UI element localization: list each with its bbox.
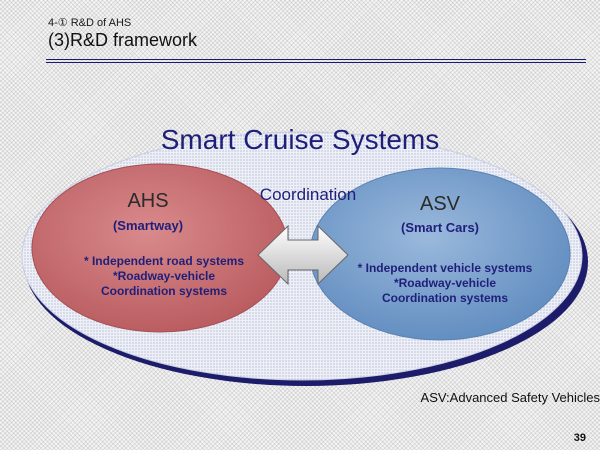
section-subtitle: 4-① R&D of AHS	[48, 17, 132, 29]
coordination-double-arrow	[257, 224, 349, 286]
ahs-label: AHS	[127, 190, 169, 212]
slide-title: (3)R&D framework	[48, 30, 198, 50]
title-underline-secondary	[46, 62, 586, 63]
ahs-items: * Independent road systems *Roadway-vehi…	[64, 254, 264, 299]
coordination-label: Coordination	[259, 185, 357, 204]
asv-items: * Independent vehicle systems *Roadway-v…	[340, 261, 550, 306]
ahs-subtitle: (Smartway)	[112, 218, 184, 233]
asv-item: Coordination systems	[381, 291, 509, 305]
asv-definition-footnote: ASV:Advanced Safety Vehicles	[420, 390, 600, 405]
ahs-item: Coordination systems	[100, 284, 228, 298]
asv-item: * Independent vehicle systems	[357, 261, 533, 275]
ahs-item: * Independent road systems	[83, 254, 245, 268]
title-underline	[46, 59, 586, 60]
asv-label: ASV	[419, 193, 461, 215]
ahs-item: *Roadway-vehicle	[112, 269, 216, 283]
asv-subtitle: (Smart Cars)	[400, 220, 480, 235]
slide-header: 4-① R&D of AHS (3)R&D framework	[0, 0, 600, 70]
page-number: 39	[573, 432, 586, 444]
smart-cruise-systems-title: Smart Cruise Systems	[160, 124, 440, 155]
asv-item: *Roadway-vehicle	[393, 276, 497, 290]
